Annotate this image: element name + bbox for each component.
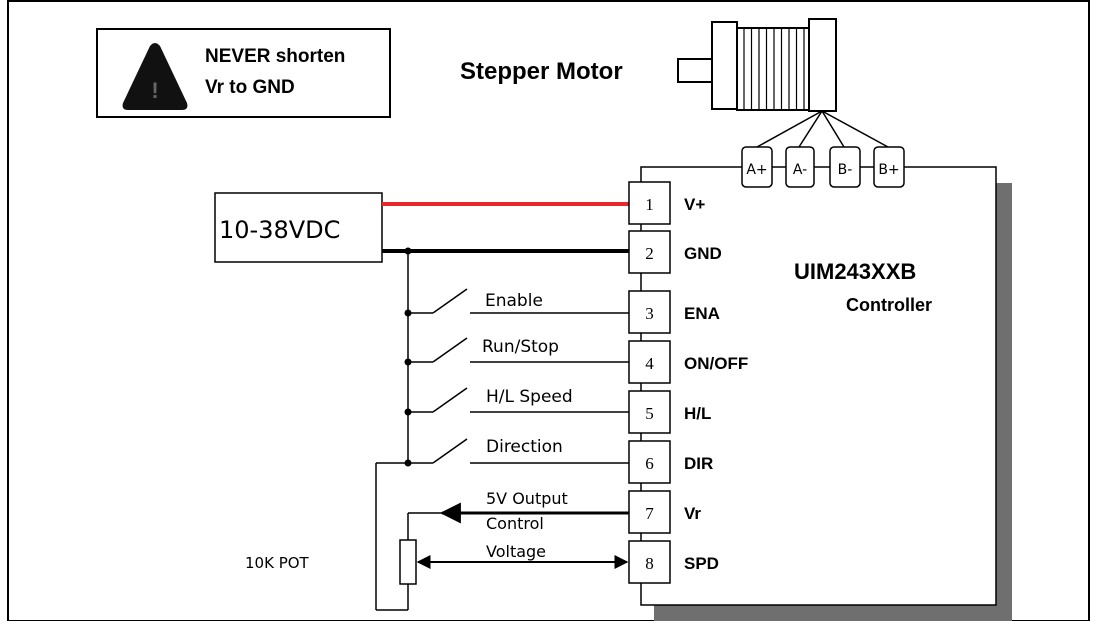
switch-hl-speed (408, 387, 629, 413)
pin-6-name: DIR (684, 454, 713, 473)
pin-7-number: 7 (645, 504, 654, 523)
terminal-a-plus: A+ (741, 146, 773, 188)
pin-2: 2 GND (628, 230, 722, 274)
motor-leads (756, 110, 889, 148)
pot-resistor (399, 539, 417, 585)
controller-body (640, 166, 997, 606)
pin-6: 6 DIR (628, 440, 713, 484)
warning-line-1: NEVER shorten (205, 46, 345, 67)
pin-8: 8 SPD (628, 540, 719, 584)
warning-triangle-icon: ! (122, 43, 188, 110)
pin-5-name: H/L (684, 404, 711, 423)
pin-7-name: Vr (684, 504, 701, 523)
switch-bus (375, 251, 409, 611)
phase-terminals: A+ A- B- B+ (741, 146, 905, 188)
pin-8-number: 8 (645, 554, 654, 573)
pin-1-number: 1 (645, 195, 654, 214)
warning-line-2: Vr to GND (205, 77, 295, 98)
switch-direction (408, 438, 629, 464)
pin-1-name: V+ (684, 195, 705, 214)
power-supply: 10-38VDC (214, 192, 383, 263)
switch-enable (408, 288, 629, 314)
power-supply-label: 10-38VDC (219, 216, 340, 244)
potentiometer (399, 513, 417, 585)
switch-run-stop-label: Run/Stop (482, 337, 559, 357)
terminal-block: 1 V+ 2 GND 3 ENA 4 ON/OFF 5 H/L 6 DIR (628, 181, 748, 584)
pin-2-number: 2 (645, 244, 654, 263)
vr-signal-label-1: 5V Output (486, 489, 568, 508)
terminal-b-plus: B+ (873, 146, 905, 188)
terminal-a-plus-label: A+ (746, 162, 767, 178)
switch-enable-label: Enable (485, 291, 543, 311)
switch-run-stop (408, 337, 629, 363)
controller-model: UIM243XXB (794, 259, 916, 284)
motor-body (736, 27, 810, 111)
pin-3-name: ENA (684, 304, 720, 323)
terminal-b-minus: B- (829, 146, 861, 188)
pot-label: 10K POT (245, 554, 310, 572)
motor-label: Stepper Motor (460, 58, 623, 85)
svg-text:!: ! (151, 78, 158, 103)
spd-signal-label: Voltage (486, 542, 546, 561)
pin-8-name: SPD (684, 554, 719, 573)
pin-5-number: 5 (645, 404, 654, 423)
motor-shaft (677, 58, 713, 83)
warning-box: ! NEVER shorten Vr to GND (96, 28, 391, 118)
pin-4: 4 ON/OFF (628, 340, 748, 384)
pin-4-name: ON/OFF (684, 354, 748, 373)
motor-coil-lines (743, 29, 805, 109)
terminal-a-minus: A- (785, 146, 815, 188)
diagram-frame (7, 0, 1090, 621)
motor-back-cap (808, 18, 837, 112)
vr-signal-label-2: Control (486, 514, 544, 533)
pin-7: 7 Vr (628, 490, 701, 534)
stepper-motor: Stepper Motor (460, 18, 889, 148)
terminal-b-minus-label: B- (838, 162, 853, 178)
pin-2-name: GND (684, 244, 722, 263)
pin-5: 5 H/L (628, 390, 711, 434)
switch-hl-speed-label: H/L Speed (486, 387, 573, 407)
motor-front-cap (711, 21, 738, 110)
terminal-a-minus-label: A- (793, 162, 807, 178)
pin-3-number: 3 (645, 304, 654, 323)
pin-3: 3 ENA (628, 290, 720, 334)
pin-6-number: 6 (645, 454, 654, 473)
switch-direction-label: Direction (486, 437, 563, 457)
pin-4-number: 4 (645, 354, 654, 373)
pin-1: 1 V+ (628, 181, 705, 225)
terminal-b-plus-label: B+ (878, 162, 899, 178)
controller-subtitle: Controller (846, 295, 932, 315)
